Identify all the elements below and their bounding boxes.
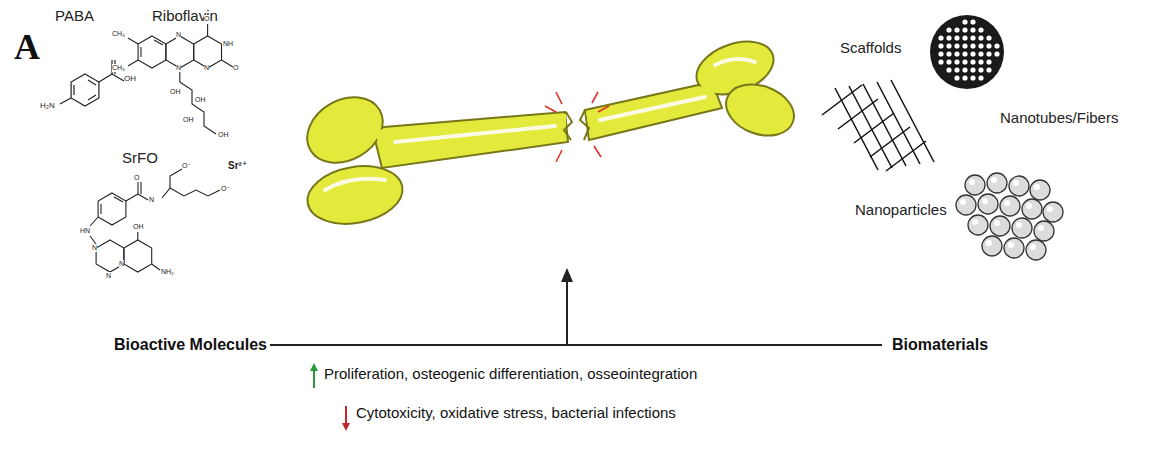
atom-label: OH xyxy=(124,75,136,84)
material-name: Nanotubes/Fibers xyxy=(1000,110,1118,127)
atom-label: OH xyxy=(133,223,144,231)
scaffold-disc xyxy=(930,15,1004,89)
axis-lines xyxy=(270,268,882,345)
atom-label: CH₃ xyxy=(112,30,125,38)
atom-label: O⁻ xyxy=(221,185,230,193)
atom-label: H₂N xyxy=(40,102,55,111)
srfo-structure xyxy=(90,169,220,272)
atom-label: O xyxy=(204,15,209,23)
paba-structure xyxy=(60,60,124,106)
material-name: Scaffolds xyxy=(840,40,901,57)
atom-label: OH xyxy=(195,96,206,104)
atom-label: N xyxy=(106,272,111,280)
atom-label: NH xyxy=(223,40,233,48)
axis-label: Bioactive Molecules xyxy=(114,336,267,354)
molecule-name: PABA xyxy=(55,8,94,25)
axis-label: Biomaterials xyxy=(892,336,988,354)
effect-text: Proliferation, osteogenic differentiatio… xyxy=(324,366,697,383)
atom-label: OH xyxy=(183,116,194,124)
effect-text: Cytotoxicity, oxidative stress, bacteria… xyxy=(356,405,676,422)
atom-label: OH xyxy=(218,131,229,139)
ion-label: Sr²⁺ xyxy=(228,160,247,171)
atom-label: CH₃ xyxy=(112,64,125,72)
atom-label: O xyxy=(233,64,238,72)
material-name: Nanoparticles xyxy=(855,202,947,219)
riboflavin-structure xyxy=(128,24,233,134)
atom-label: NH₂ xyxy=(161,268,174,276)
bone-drawing xyxy=(295,32,801,231)
atom-label: OH xyxy=(170,88,181,96)
panel-letter: A xyxy=(14,28,40,68)
atom-label: N xyxy=(204,64,209,72)
atom-label: N xyxy=(92,244,97,252)
atom-label: N xyxy=(119,260,124,268)
nanoparticles-cluster xyxy=(956,173,1063,260)
atom-label: N xyxy=(176,31,181,39)
fiber-mesh xyxy=(822,80,934,171)
atom-label: N xyxy=(176,64,181,72)
atom-label: O⁻ xyxy=(182,162,191,170)
molecule-name: SrFO xyxy=(122,150,158,167)
atom-label: N xyxy=(149,196,154,204)
atom-label: O xyxy=(134,174,139,182)
atom-label: HN xyxy=(80,227,90,235)
